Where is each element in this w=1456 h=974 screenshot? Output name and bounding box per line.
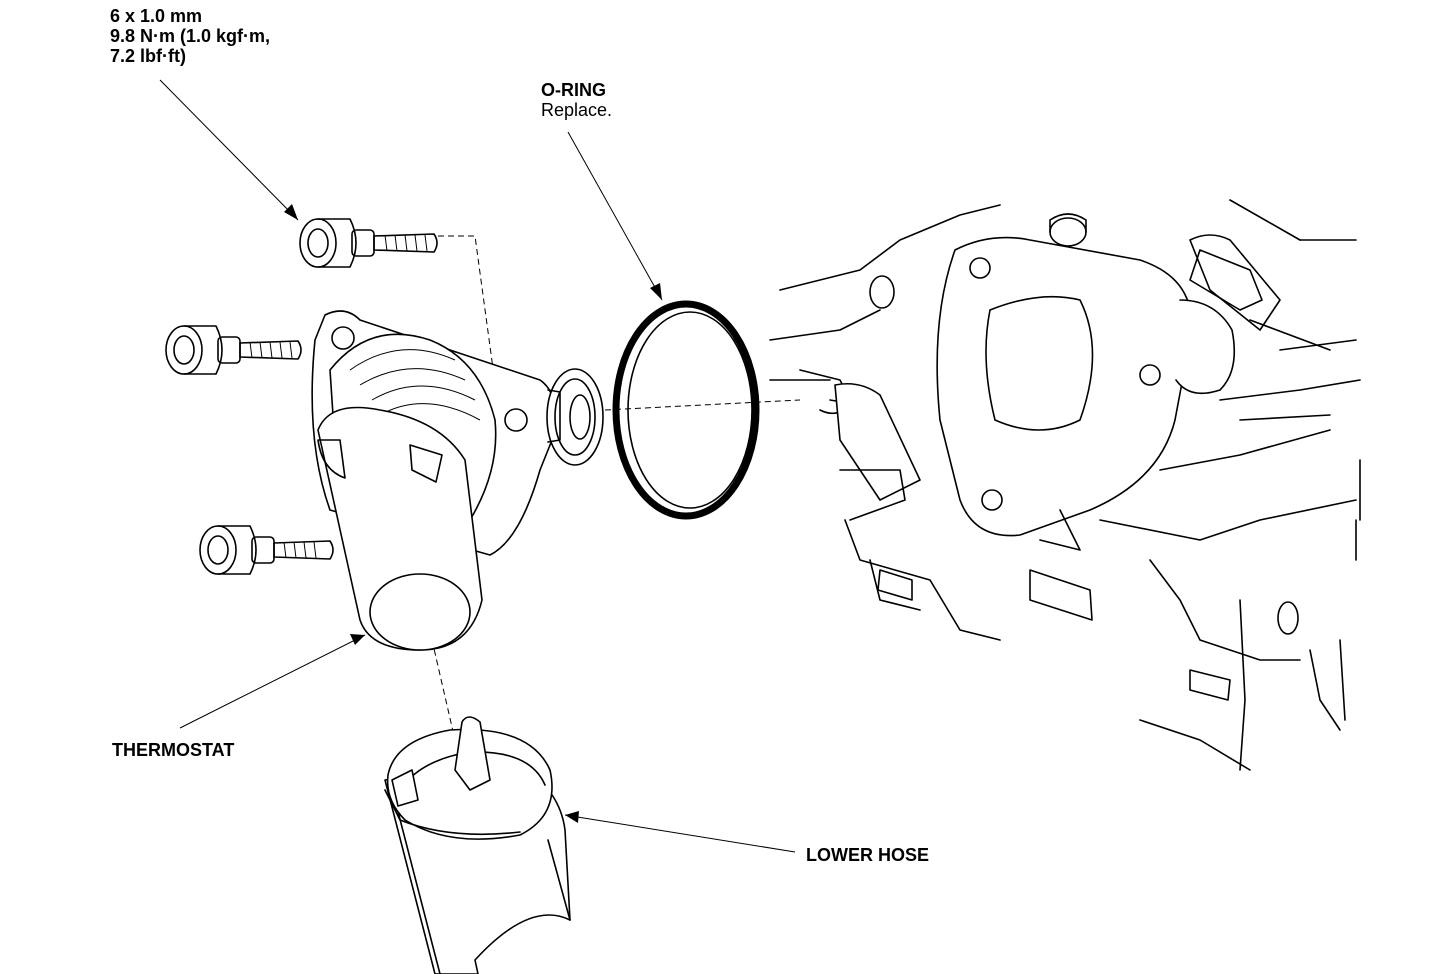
- bolt-spec-label: 6 x 1.0 mm 9.8 N·m (1.0 kgf·m, 7.2 lbf·f…: [110, 6, 270, 66]
- bolt-leader-arrow: [159, 79, 299, 221]
- o-ring: [612, 300, 760, 520]
- bolt-middle: [165, 325, 302, 375]
- oring-title: O-RING: [541, 80, 606, 100]
- bolt-bottom: [199, 525, 334, 575]
- engine-block: [769, 199, 1361, 771]
- alignment-lines: [431, 235, 801, 741]
- thermostat-housing: [311, 310, 556, 651]
- lower-hose-label: LOWER HOSE: [806, 845, 930, 865]
- bolt-top: [299, 218, 438, 268]
- oring-leader-arrow: [567, 131, 663, 301]
- bolt-spec-torque-nm: 9.8 N·m (1.0 kgf·m,: [110, 26, 271, 46]
- thermostat-valve: [546, 368, 604, 466]
- bolt-spec-size: 6 x 1.0 mm: [110, 6, 203, 26]
- oring-note: Replace.: [541, 100, 613, 120]
- lower-hose-leader-arrow: [564, 811, 796, 853]
- lower-hose: [384, 716, 571, 974]
- bolt-spec-torque-lbfft: 7.2 lbf·ft): [110, 46, 186, 66]
- thermostat-label: THERMOSTAT: [112, 740, 235, 760]
- oring-label: O-RING Replace.: [541, 80, 612, 120]
- thermostat-leader-arrow: [179, 634, 366, 729]
